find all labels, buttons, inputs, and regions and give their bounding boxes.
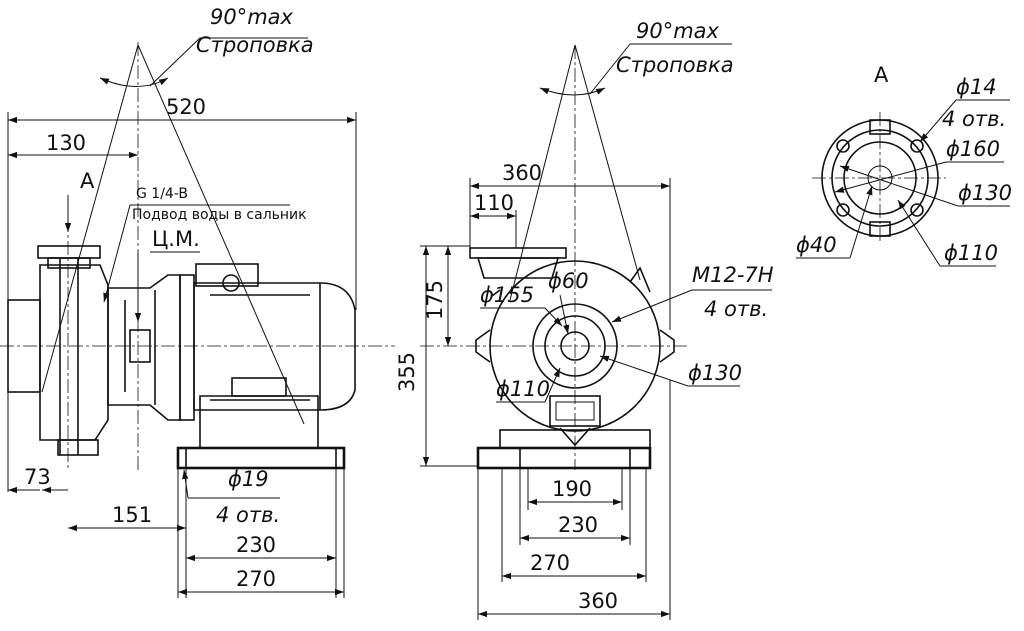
thread-count: 4 отв. — [704, 297, 768, 321]
dim-360-top: 360 — [502, 161, 542, 185]
hole-diameter-left: ϕ19 — [228, 467, 269, 491]
water-note: Подвод воды в сальник — [132, 207, 307, 223]
sling-label-left: Строповка — [196, 33, 314, 57]
side-view: 520 130 А 90°max Строповка G 1/4-B Подво… — [0, 5, 395, 598]
dim-355: 355 — [395, 352, 419, 392]
sling-angle-left: 90°max — [210, 5, 294, 29]
sling-label-middle: Строповка — [616, 53, 734, 77]
view-a-label: А — [874, 63, 889, 87]
view-marker-a: А — [80, 169, 95, 193]
dim-230-left: 230 — [236, 533, 276, 557]
dia-130-right: ϕ130 — [958, 181, 1012, 205]
dim-270-middle: 270 — [530, 551, 570, 575]
sling-angle-middle: 90°max — [636, 19, 720, 43]
dia-110-middle: ϕ110 — [496, 377, 550, 401]
center-of-mass-label: Ц.М. — [152, 227, 200, 251]
dim-520: 520 — [166, 95, 206, 119]
dim-230-middle: 230 — [558, 513, 598, 537]
dim-151: 151 — [112, 503, 152, 527]
dia-160: ϕ160 — [946, 137, 1000, 161]
thread-label: G 1/4-B — [136, 186, 188, 202]
dim-130: 130 — [46, 131, 86, 155]
front-view: 90°max Строповка 360 110 17 — [395, 19, 774, 620]
dim-175: 175 — [423, 280, 447, 320]
dia-155: ϕ155 — [480, 283, 534, 307]
hole-count-left: 4 отв. — [216, 503, 280, 527]
dim-360-bottom: 360 — [578, 589, 618, 613]
dim-73: 73 — [24, 465, 51, 489]
dim-190: 190 — [552, 477, 592, 501]
dim-110-top: 110 — [474, 191, 514, 215]
dia-110-right: ϕ110 — [944, 241, 998, 265]
dia-14: ϕ14 — [956, 75, 997, 99]
dia-60: ϕ60 — [548, 269, 589, 293]
dia-130-middle: ϕ130 — [688, 361, 742, 385]
hole-count-right: 4 отв. — [942, 107, 1006, 131]
dim-270-left: 270 — [236, 567, 276, 591]
thread-m12: M12-7H — [692, 263, 774, 287]
view-a-flange: А ϕ14 4 отв. ϕ160 ϕ130 ϕ40 ϕ110 — [796, 63, 1012, 267]
dia-40: ϕ40 — [796, 233, 837, 257]
